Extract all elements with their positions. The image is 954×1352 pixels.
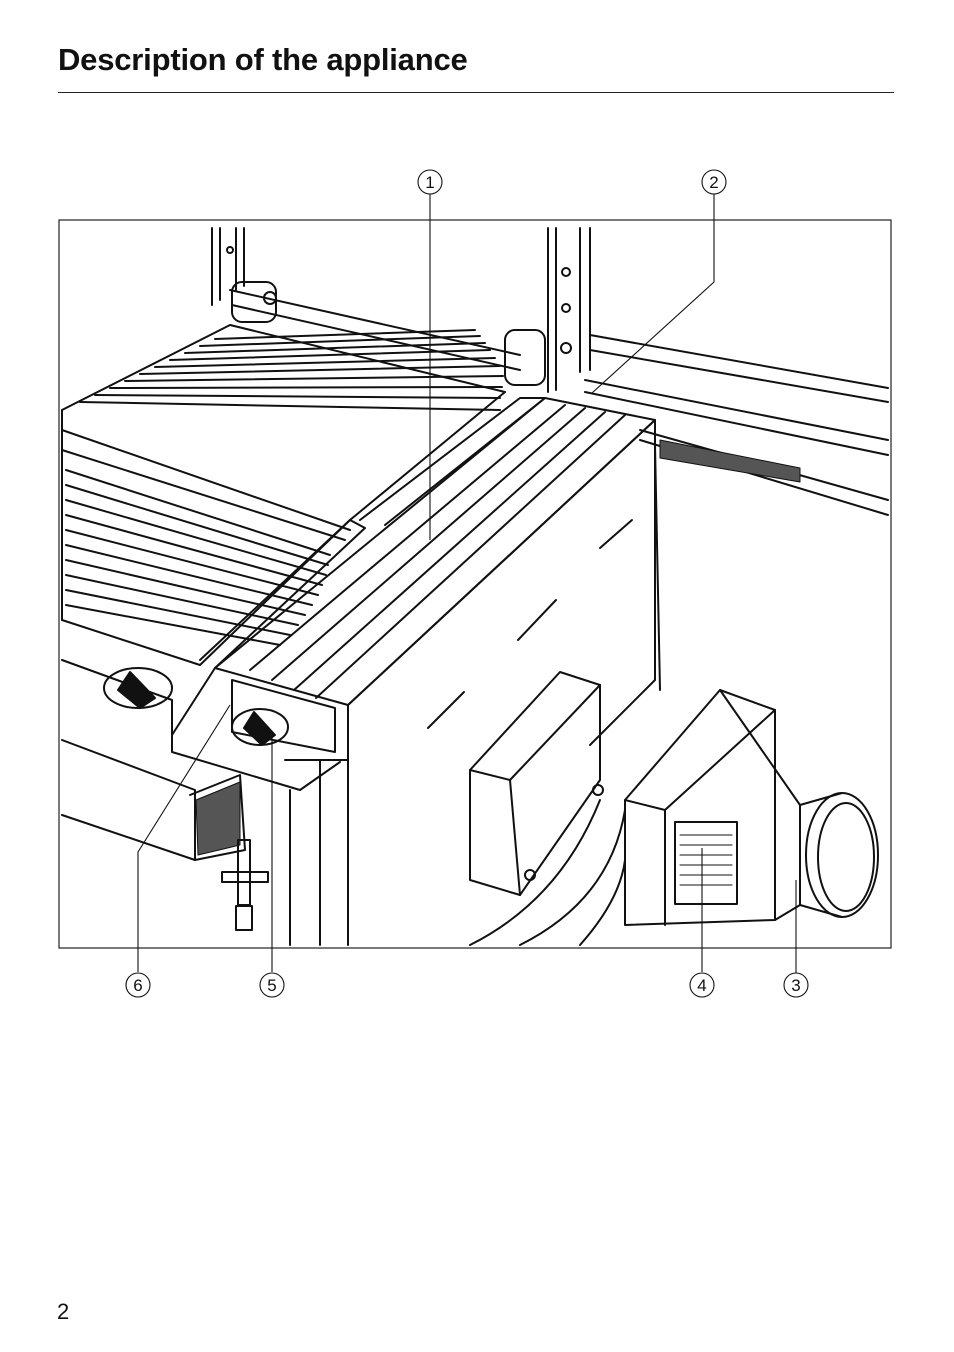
- callout-4-label: 4: [697, 976, 706, 995]
- appliance-drawing: [62, 228, 888, 945]
- callout-1: 1: [418, 170, 442, 194]
- callout-5-label: 5: [267, 976, 276, 995]
- callout-6: 6: [126, 973, 150, 997]
- page-number: 2: [57, 1299, 69, 1325]
- callout-5: 5: [260, 973, 284, 997]
- callout-4: 4: [690, 973, 714, 997]
- callout-2: 2: [702, 170, 726, 194]
- callout-3-label: 3: [791, 976, 800, 995]
- callout-2-label: 2: [709, 173, 718, 192]
- callout-1-label: 1: [425, 173, 434, 192]
- callout-6-label: 6: [133, 976, 142, 995]
- callout-3: 3: [784, 973, 808, 997]
